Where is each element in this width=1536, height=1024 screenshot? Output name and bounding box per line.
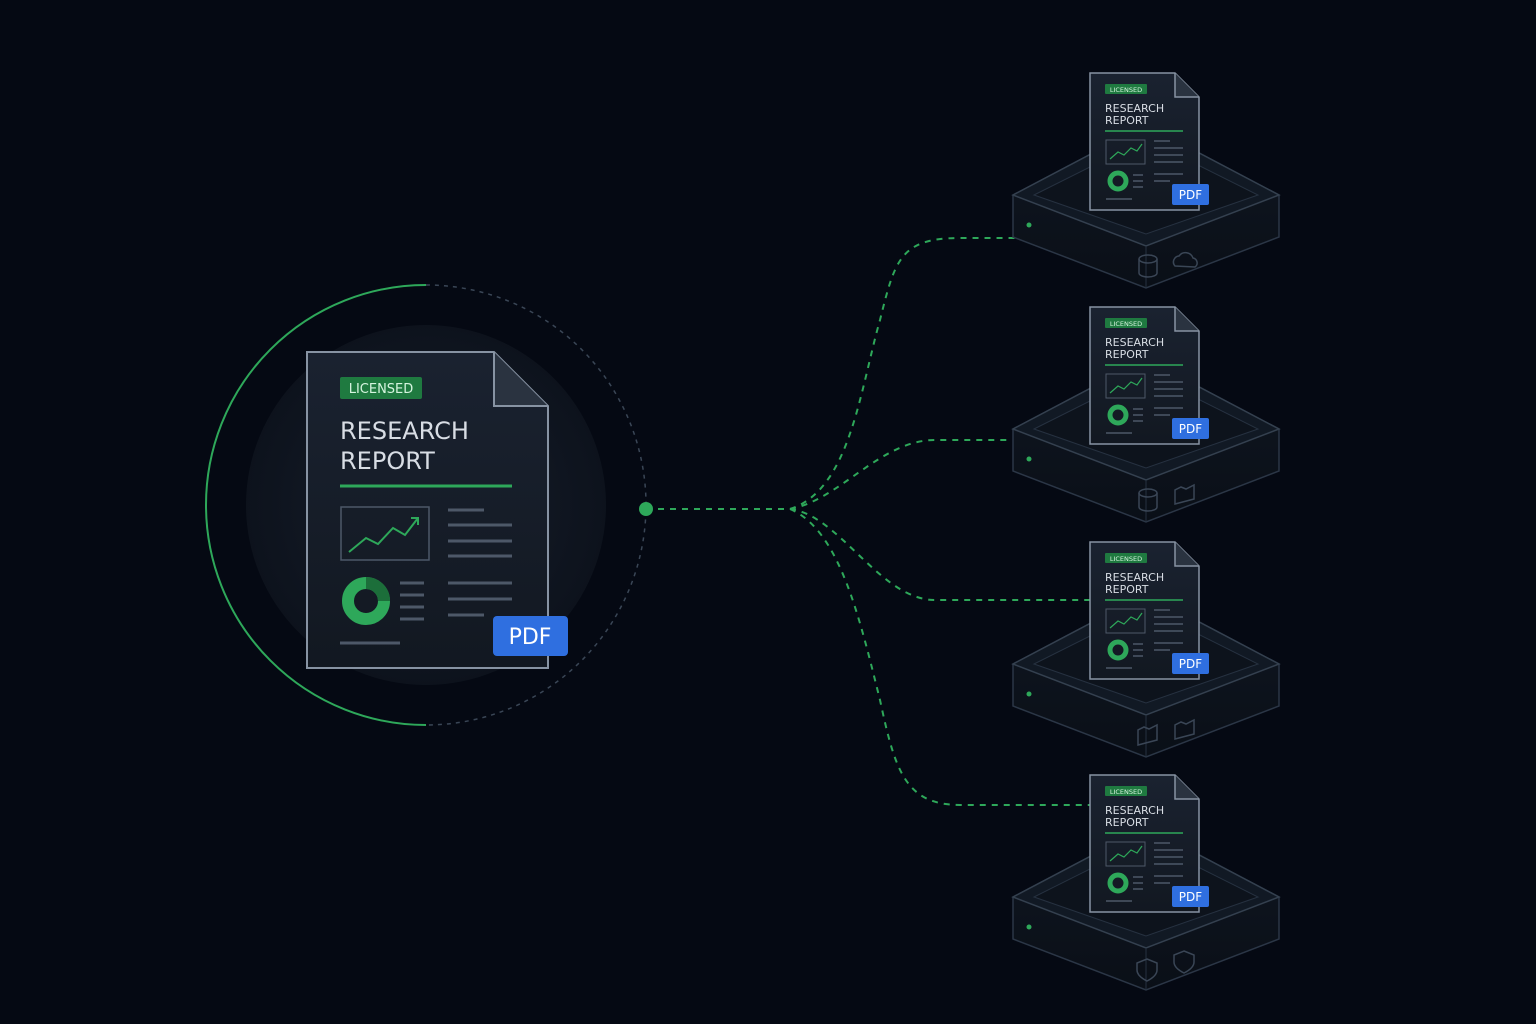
shield-icon bbox=[1173, 950, 1195, 974]
source-node-dot bbox=[639, 502, 653, 516]
mini-trend-icon bbox=[1109, 377, 1143, 394]
destination-node-1[interactable]: LICENSED RESEARCH REPORT PDF bbox=[1011, 72, 1281, 289]
mini-badge-text: LICENSED bbox=[1110, 86, 1142, 94]
mini-donut-icon bbox=[1107, 404, 1129, 426]
mini-title-line2: REPORT bbox=[1105, 583, 1149, 596]
mini-pdf-badge bbox=[1172, 184, 1209, 205]
destination-node-4[interactable]: LICENSED RESEARCH REPORT PDF bbox=[1011, 774, 1281, 991]
mini-pdf-text: PDF bbox=[1179, 422, 1202, 436]
source-document[interactable]: LICENSED RESEARCH REPORT PDF bbox=[306, 351, 568, 669]
doc-title-line1: RESEARCH bbox=[340, 417, 469, 445]
status-led bbox=[1026, 691, 1032, 697]
mini-title-line2: REPORT bbox=[1105, 114, 1149, 127]
trend-line-icon bbox=[348, 517, 419, 553]
mini-badge-text: LICENSED bbox=[1110, 788, 1142, 796]
pdf-badge-text: PDF bbox=[509, 625, 552, 650]
status-led bbox=[1026, 222, 1032, 228]
folder-icon bbox=[1174, 718, 1195, 740]
branch-line-4 bbox=[789, 508, 1090, 806]
mini-document: LICENSED RESEARCH REPORT PDF bbox=[1089, 774, 1209, 913]
mini-pdf-text: PDF bbox=[1179, 890, 1202, 904]
licensed-badge bbox=[340, 377, 422, 399]
mini-title-line1: RESEARCH bbox=[1105, 804, 1164, 817]
cloud-icon bbox=[1172, 252, 1198, 268]
mini-trend-icon bbox=[1109, 612, 1143, 629]
mini-pdf-badge bbox=[1172, 653, 1209, 674]
text-lines bbox=[340, 508, 512, 645]
mini-badge-text: LICENSED bbox=[1110, 555, 1142, 563]
mini-title-line1: RESEARCH bbox=[1105, 571, 1164, 584]
mini-document: LICENSED RESEARCH REPORT PDF bbox=[1089, 306, 1209, 445]
mini-title-line1: RESEARCH bbox=[1105, 102, 1164, 115]
mini-pdf-text: PDF bbox=[1179, 188, 1202, 202]
mini-donut-icon bbox=[1107, 872, 1129, 894]
donut-segment bbox=[365, 577, 390, 602]
mini-title-line2: REPORT bbox=[1105, 816, 1149, 829]
mini-pdf-text: PDF bbox=[1179, 657, 1202, 671]
database-icon-body bbox=[1138, 259, 1158, 278]
mini-badge-text: LICENSED bbox=[1110, 320, 1142, 328]
destination-node-2[interactable]: LICENSED RESEARCH REPORT PDF bbox=[1011, 306, 1281, 523]
mini-donut-icon bbox=[1107, 639, 1129, 661]
status-led bbox=[1026, 456, 1032, 462]
source-ring-solid bbox=[205, 284, 427, 726]
status-led bbox=[1026, 924, 1032, 930]
destination-node-3[interactable]: LICENSED RESEARCH REPORT PDF bbox=[1011, 541, 1281, 758]
mini-pdf-badge bbox=[1172, 886, 1209, 907]
mini-title-line1: RESEARCH bbox=[1105, 336, 1164, 349]
database-icon-body bbox=[1138, 493, 1158, 512]
mini-document: LICENSED RESEARCH REPORT PDF bbox=[1089, 72, 1209, 211]
branch-line-2 bbox=[789, 439, 1010, 510]
licensed-badge-text: LICENSED bbox=[349, 382, 414, 397]
shield-icon bbox=[1136, 958, 1158, 982]
mini-document: LICENSED RESEARCH REPORT PDF bbox=[1089, 541, 1209, 680]
mini-pdf-badge bbox=[1172, 418, 1209, 439]
mini-donut-icon bbox=[1107, 170, 1129, 192]
mini-trend-icon bbox=[1109, 143, 1143, 160]
branch-line-3 bbox=[789, 508, 1090, 601]
doc-title-line2: REPORT bbox=[340, 447, 435, 475]
trend-arrow-icon bbox=[411, 517, 419, 525]
connection-lines bbox=[646, 237, 1090, 806]
folder-icon bbox=[1174, 483, 1195, 505]
source-doc-fold bbox=[493, 352, 548, 407]
mini-trend-icon bbox=[1109, 845, 1143, 862]
folder-icon bbox=[1137, 723, 1158, 746]
line-chart-frame bbox=[340, 506, 430, 561]
mini-title-line2: REPORT bbox=[1105, 348, 1149, 361]
branch-line-1 bbox=[789, 237, 1015, 510]
pdf-badge bbox=[493, 616, 568, 656]
